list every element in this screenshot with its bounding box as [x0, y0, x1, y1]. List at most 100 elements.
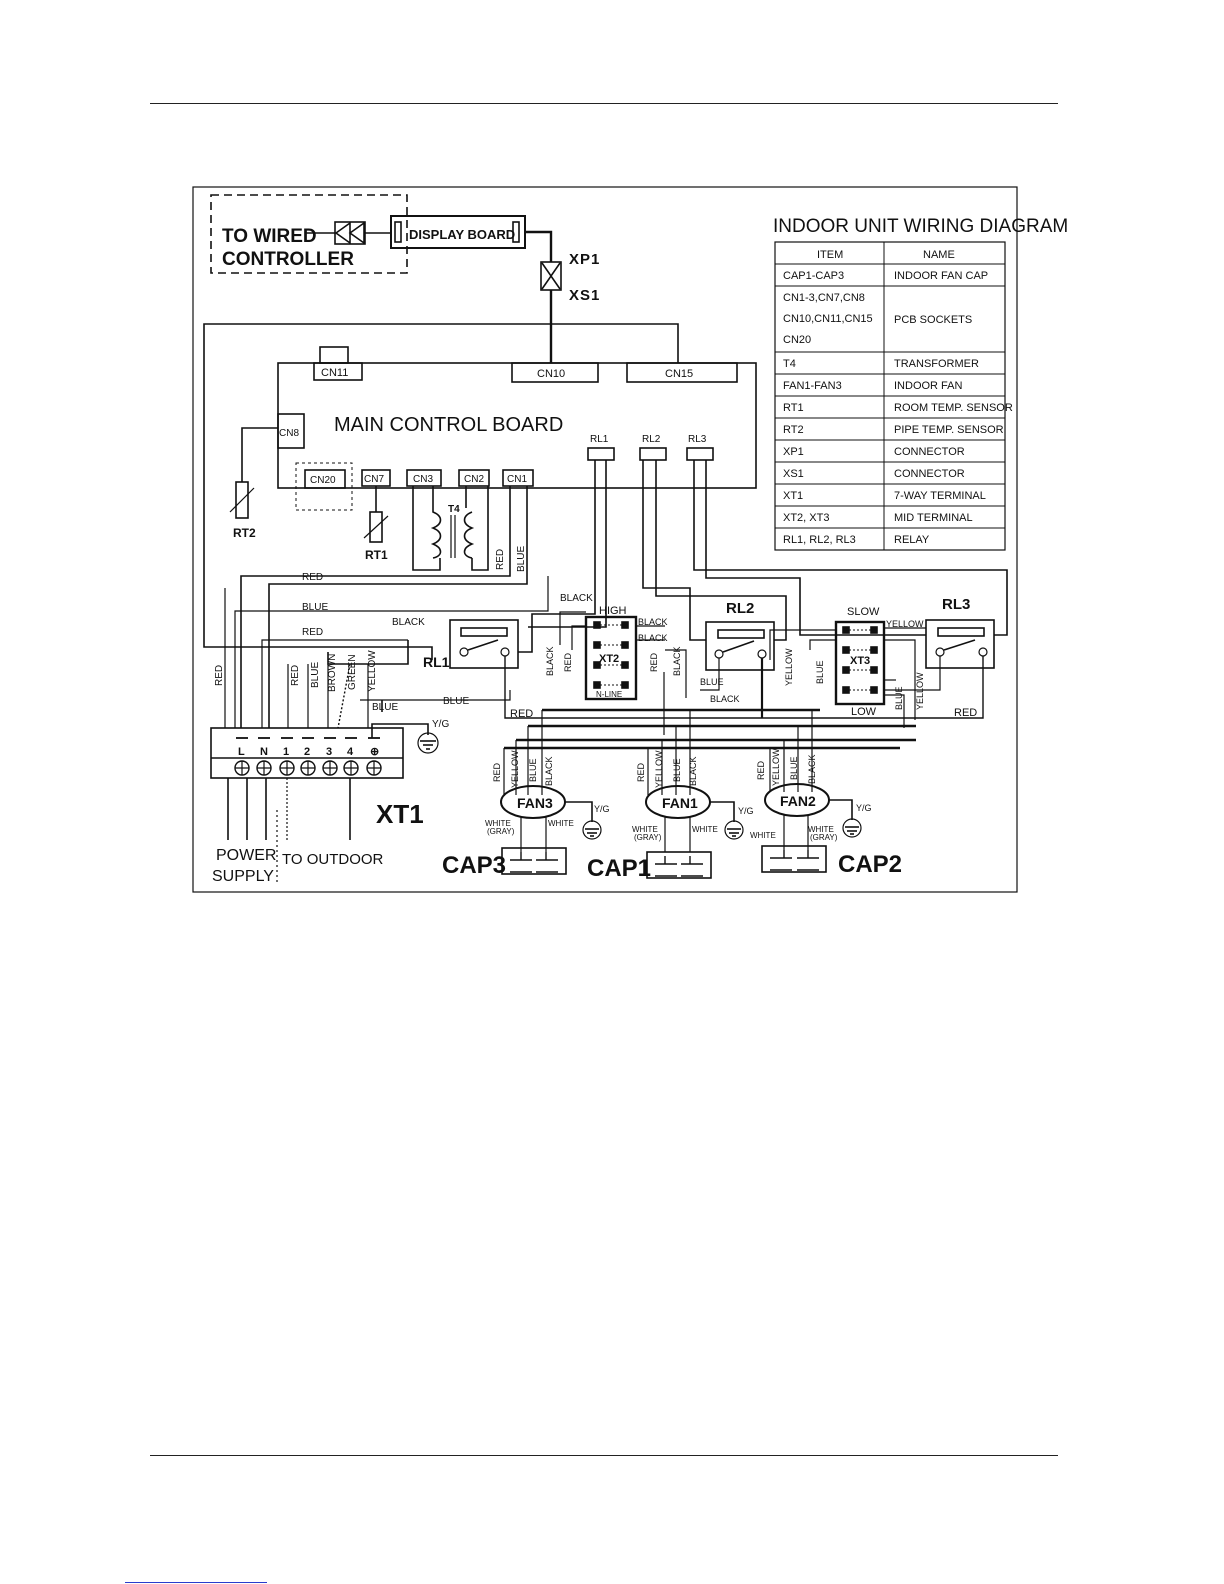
- terminal-pin: [621, 641, 629, 649]
- rl2-relay: [705, 621, 775, 671]
- n-line-label: N-LINE: [596, 690, 622, 699]
- legend-item: CAP1-CAP3: [783, 270, 844, 282]
- cap1-label: CAP1: [587, 855, 651, 882]
- ground-icon: [724, 820, 744, 840]
- blue-wire-label-3: BLUE: [372, 702, 398, 713]
- rl3-relay: [925, 619, 995, 669]
- xt3-yellow-label: YELLOW: [784, 648, 794, 686]
- fan1-red-label: RED: [636, 762, 646, 782]
- xt1-terminal-label: 2: [304, 746, 310, 758]
- legend-name: ROOM TEMP. SENSOR: [894, 402, 1013, 414]
- cn15-socket: [626, 362, 738, 383]
- cap2-capacitor: [761, 845, 827, 873]
- terminal-pin: [621, 661, 629, 669]
- wired-controller-label-2: CONTROLLER: [222, 249, 354, 270]
- power-supply-label-2: SUPPLY: [212, 868, 274, 885]
- xt2-label: XT2: [599, 653, 619, 665]
- fan2-label: FAN2: [780, 793, 816, 809]
- fan3-label: FAN3: [517, 795, 553, 811]
- fan1-yellow-label: YELLOW: [654, 750, 664, 788]
- cap3-capacitor: [501, 847, 567, 875]
- legend-header-name: NAME: [923, 249, 955, 261]
- fan2-white-gray-label-2: (GRAY): [810, 833, 838, 842]
- legend-name: PCB SOCKETS: [894, 314, 972, 326]
- legend-item: XP1: [783, 446, 804, 458]
- legend-item: FAN1-FAN3: [783, 380, 842, 392]
- xt3-blue-label-2: BLUE: [894, 686, 904, 710]
- terminal-pin: [870, 626, 878, 634]
- cap2-label: CAP2: [838, 851, 902, 878]
- xt3-blue-label: BLUE: [815, 660, 825, 684]
- wired-controller-label-1: TO WIRED: [222, 226, 317, 247]
- terminal-pin: [593, 681, 601, 689]
- cn8-label: CN8: [279, 428, 299, 439]
- header-rule: [150, 103, 1058, 104]
- legend-item: CN10,CN11,CN15: [783, 313, 873, 325]
- xt1-terminal-block: [210, 727, 404, 779]
- cn1-socket: [502, 469, 534, 487]
- fan1-white-gray-label-2: (GRAY): [634, 833, 662, 842]
- xt1-red-label-2: RED: [290, 665, 301, 686]
- xt3-yellow-label-3: YELLOW: [915, 672, 925, 710]
- ground-icon: [842, 818, 862, 838]
- rl3-label: RL3: [942, 596, 970, 613]
- legend-item: CN1-3,CN7,CN8: [783, 292, 865, 304]
- xp1-label: XP1: [569, 251, 600, 268]
- fan1-white-label: WHITE: [692, 825, 718, 834]
- cn20-socket: [304, 469, 346, 489]
- terminal-pin: [842, 646, 850, 654]
- cn2-socket: [458, 469, 490, 487]
- rl1-relay: [449, 619, 519, 669]
- terminal-pin: [870, 686, 878, 694]
- legend-name: CONNECTOR: [894, 468, 965, 480]
- slow-label: SLOW: [847, 606, 880, 618]
- cn15-label: CN15: [665, 368, 693, 380]
- legend-name: INDOOR FAN CAP: [894, 270, 988, 282]
- xt1-blue-label: BLUE: [310, 662, 321, 688]
- terminal-pin: [870, 666, 878, 674]
- legend-table: ITEM NAME CAP1-CAP3 INDOOR FAN CAP CN1-3,CN7…: [774, 241, 1013, 551]
- legend-item: XS1: [783, 468, 804, 480]
- cn20-dashed-area: [295, 462, 353, 511]
- fan2-blue-label: BLUE: [789, 756, 799, 780]
- legend-name: PIPE TEMP. SENSOR: [894, 424, 1004, 436]
- xt1-green-label: GREEN: [347, 654, 358, 690]
- main-board-label: MAIN CONTROL BOARD: [334, 414, 563, 436]
- cn1-blue-wire-label: BLUE: [516, 546, 527, 572]
- fan3-red-label: RED: [492, 762, 502, 782]
- xt1-terminal-label: N: [260, 746, 268, 758]
- cn20-label: CN20: [310, 475, 336, 486]
- legend-header-item: ITEM: [817, 249, 843, 261]
- cn11-socket: [313, 362, 363, 381]
- xt2-red-label: RED: [563, 652, 573, 672]
- rt1-label: RT1: [365, 548, 388, 562]
- fan3-blue-label: BLUE: [528, 758, 538, 782]
- xt3-label: XT3: [850, 655, 870, 667]
- fan3-yellow-label: YELLOW: [510, 750, 520, 788]
- rl1-board-socket: [587, 447, 615, 461]
- fan3-white-gray-label-2: (GRAY): [487, 827, 515, 836]
- cn8-socket: [277, 413, 305, 449]
- blue-wire-label-2: BLUE: [443, 696, 469, 707]
- rl2-board-label: RL2: [642, 434, 661, 445]
- rt2-label: RT2: [233, 526, 256, 540]
- red-wire-label-1: RED: [302, 572, 323, 583]
- xt2-red-label-2: RED: [649, 652, 659, 672]
- fan1-label: FAN1: [662, 795, 698, 811]
- terminal-pin: [842, 626, 850, 634]
- fan2-black-label: BLACK: [807, 754, 817, 784]
- xt1-terminal-label: 1: [283, 746, 289, 758]
- black-wire-label-2: BLACK: [560, 593, 593, 604]
- terminal-pin: [621, 681, 629, 689]
- ground-icon: [582, 820, 602, 840]
- connector-icon: [541, 262, 561, 290]
- xt2-pins: [593, 621, 629, 689]
- terminal-pin: [593, 641, 601, 649]
- rl3-board-socket: [686, 447, 714, 461]
- xt2-black-label-1: BLACK: [638, 617, 668, 627]
- fan2-yellow-label: YELLOW: [771, 748, 781, 786]
- legend-item: XT1: [783, 490, 803, 502]
- xt1-terminal-label: 4: [347, 746, 354, 758]
- t4-secondary-coil: [463, 511, 475, 559]
